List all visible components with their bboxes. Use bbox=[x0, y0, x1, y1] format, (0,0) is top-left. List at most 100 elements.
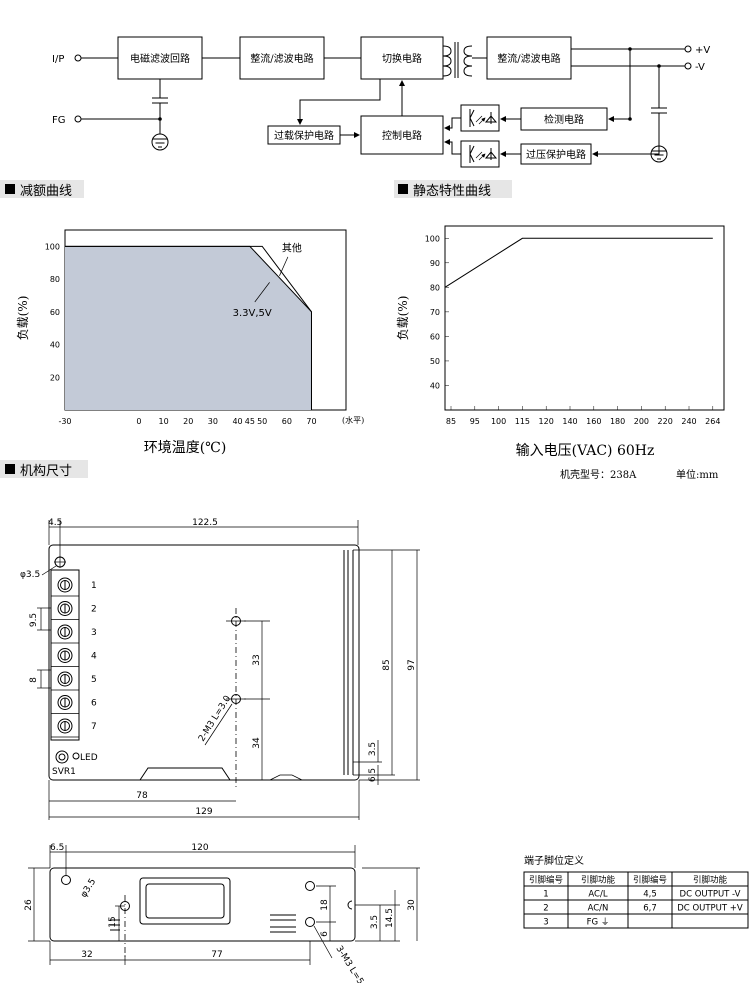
side-view-drawing: 6.5 120 φ3.5 26 15 18 6 3-M3 L=5 3.5 14.… bbox=[24, 843, 420, 983]
pin-table-cell: 6,7 bbox=[643, 904, 657, 914]
terminal-number: 2 bbox=[91, 605, 97, 615]
svg-text:φ3.5: φ3.5 bbox=[20, 570, 40, 580]
static-curve bbox=[444, 237, 713, 288]
x-tick-label: 70 bbox=[306, 417, 316, 426]
svg-text:3.5: 3.5 bbox=[370, 915, 380, 929]
control-block bbox=[360, 115, 444, 155]
svg-text:3.5: 3.5 bbox=[368, 742, 378, 756]
x-tick-label: 20 bbox=[183, 417, 193, 426]
pin-table-header: 引脚功能 bbox=[693, 875, 728, 886]
svg-text:4.5: 4.5 bbox=[48, 518, 62, 528]
case-model-label: 机壳型号：238A bbox=[560, 468, 637, 481]
x-tick-label: 160 bbox=[586, 417, 601, 426]
x-tick-label: 50 bbox=[257, 417, 267, 426]
x-tick-label: 220 bbox=[658, 417, 673, 426]
svg-text:3-M3 L=5: 3-M3 L=5 bbox=[333, 944, 365, 983]
side-view-outline bbox=[49, 867, 356, 942]
y-tick-label: 100 bbox=[45, 242, 60, 251]
y-tick-label: 70 bbox=[430, 308, 440, 317]
series-label-other: 其他 bbox=[282, 241, 302, 254]
svg-text:34: 34 bbox=[252, 737, 262, 749]
svg-text:机构尺寸: 机构尺寸 bbox=[20, 464, 72, 479]
svr-label: SVR1 bbox=[52, 767, 76, 777]
svg-text:30: 30 bbox=[407, 899, 417, 911]
emi-filter-label: 电磁滤波回路 bbox=[130, 52, 190, 65]
x-tick-label: 60 bbox=[282, 417, 292, 426]
terminal-number: 5 bbox=[91, 675, 97, 685]
cutout bbox=[139, 877, 231, 925]
x-axis-title: 环境温度(℃) bbox=[144, 440, 227, 456]
optocoupler-icon bbox=[460, 104, 500, 132]
terminal-screw-icon bbox=[57, 648, 73, 663]
y-tick-label: 80 bbox=[430, 283, 440, 292]
terminal-number: 4 bbox=[91, 652, 97, 662]
pin-table-cell: 1 bbox=[543, 890, 548, 900]
y-tick-label: 90 bbox=[430, 259, 440, 268]
rectifier-block-1 bbox=[239, 36, 325, 80]
ip-terminal bbox=[74, 54, 82, 62]
pin-table-cell: DC OUTPUT +V bbox=[677, 904, 743, 914]
x-axis-title: 输入电压(VAC) 60Hz bbox=[516, 443, 655, 459]
section-header-static: 静态特性曲线 bbox=[394, 180, 512, 199]
x-tick-label: 10 bbox=[159, 417, 169, 426]
svg-text:静态特性曲线: 静态特性曲线 bbox=[413, 184, 491, 199]
y-tick-label: 50 bbox=[430, 357, 440, 366]
terminal-number: 1 bbox=[91, 581, 97, 591]
series-label-3v3: 3.3V,5V bbox=[233, 308, 272, 319]
x-tick-label: 100 bbox=[491, 417, 506, 426]
control-label: 控制电路 bbox=[382, 129, 422, 142]
rectifier-block-2 bbox=[486, 36, 572, 80]
x-tick-label: 200 bbox=[634, 417, 649, 426]
x-tick-label: 120 bbox=[539, 417, 554, 426]
svg-text:6: 6 bbox=[320, 931, 330, 937]
svr-knob bbox=[55, 750, 69, 764]
optocoupler-icon bbox=[460, 140, 500, 168]
svg-text:φ3.5: φ3.5 bbox=[79, 877, 98, 899]
detect-label: 检测电路 bbox=[544, 113, 584, 126]
y-tick-label: 80 bbox=[50, 275, 60, 284]
terminal-number: 7 bbox=[91, 722, 97, 732]
svg-text:33: 33 bbox=[252, 654, 262, 665]
x-tick-label: 85 bbox=[446, 417, 456, 426]
x-tick-label: -30 bbox=[58, 417, 71, 426]
y-tick-label: 40 bbox=[50, 341, 60, 350]
y-tick-label: 100 bbox=[425, 234, 440, 243]
led-icon bbox=[72, 752, 80, 760]
svg-text:减额曲线: 减额曲线 bbox=[20, 184, 72, 199]
x-tick-label: 40 bbox=[232, 417, 242, 426]
svg-text:6.5: 6.5 bbox=[50, 843, 64, 853]
section-header-mech: 机构尺寸 bbox=[0, 460, 88, 479]
x-tick-label: 240 bbox=[681, 417, 696, 426]
x-tick-label: 0 bbox=[136, 417, 141, 426]
terminal-screw-icon bbox=[57, 718, 73, 734]
y-tick-label: 20 bbox=[50, 373, 60, 382]
switch-block bbox=[360, 36, 444, 80]
screw-spec: 2-M3 L=3.0 bbox=[197, 694, 233, 744]
svg-text:122.5: 122.5 bbox=[192, 518, 218, 528]
pin-table-cell: FG ⏚ bbox=[587, 918, 610, 928]
x-tick-label: 30 bbox=[208, 417, 218, 426]
transformer-icon bbox=[442, 42, 473, 78]
svg-text:120: 120 bbox=[191, 843, 208, 853]
x-tick-label: 180 bbox=[610, 417, 625, 426]
terminal-screw-icon bbox=[57, 601, 73, 616]
pin-table-header: 引脚编号 bbox=[633, 875, 667, 886]
vminus-terminal bbox=[684, 62, 692, 70]
pin-table-cell: DC OUTPUT -V bbox=[680, 890, 741, 900]
top-view-outline bbox=[48, 544, 360, 781]
svg-text:8: 8 bbox=[29, 677, 39, 683]
pin-table-cell: 3 bbox=[543, 918, 548, 928]
pin-table-header: 引脚编号 bbox=[529, 875, 563, 886]
x-tick-label: 115 bbox=[515, 417, 530, 426]
svg-text:6.5: 6.5 bbox=[368, 768, 378, 782]
svg-text:77: 77 bbox=[211, 950, 222, 960]
block-diagram: I/P 电磁滤波回路 整流/滤波电路 切换电路 整流/滤波电路 +V -V bbox=[52, 36, 710, 168]
svg-text:85: 85 bbox=[382, 659, 392, 670]
y-axis-title: 负载(%) bbox=[396, 296, 410, 341]
terminal-screw-icon bbox=[57, 577, 73, 593]
overvolt-label: 过压保护电路 bbox=[526, 148, 586, 161]
